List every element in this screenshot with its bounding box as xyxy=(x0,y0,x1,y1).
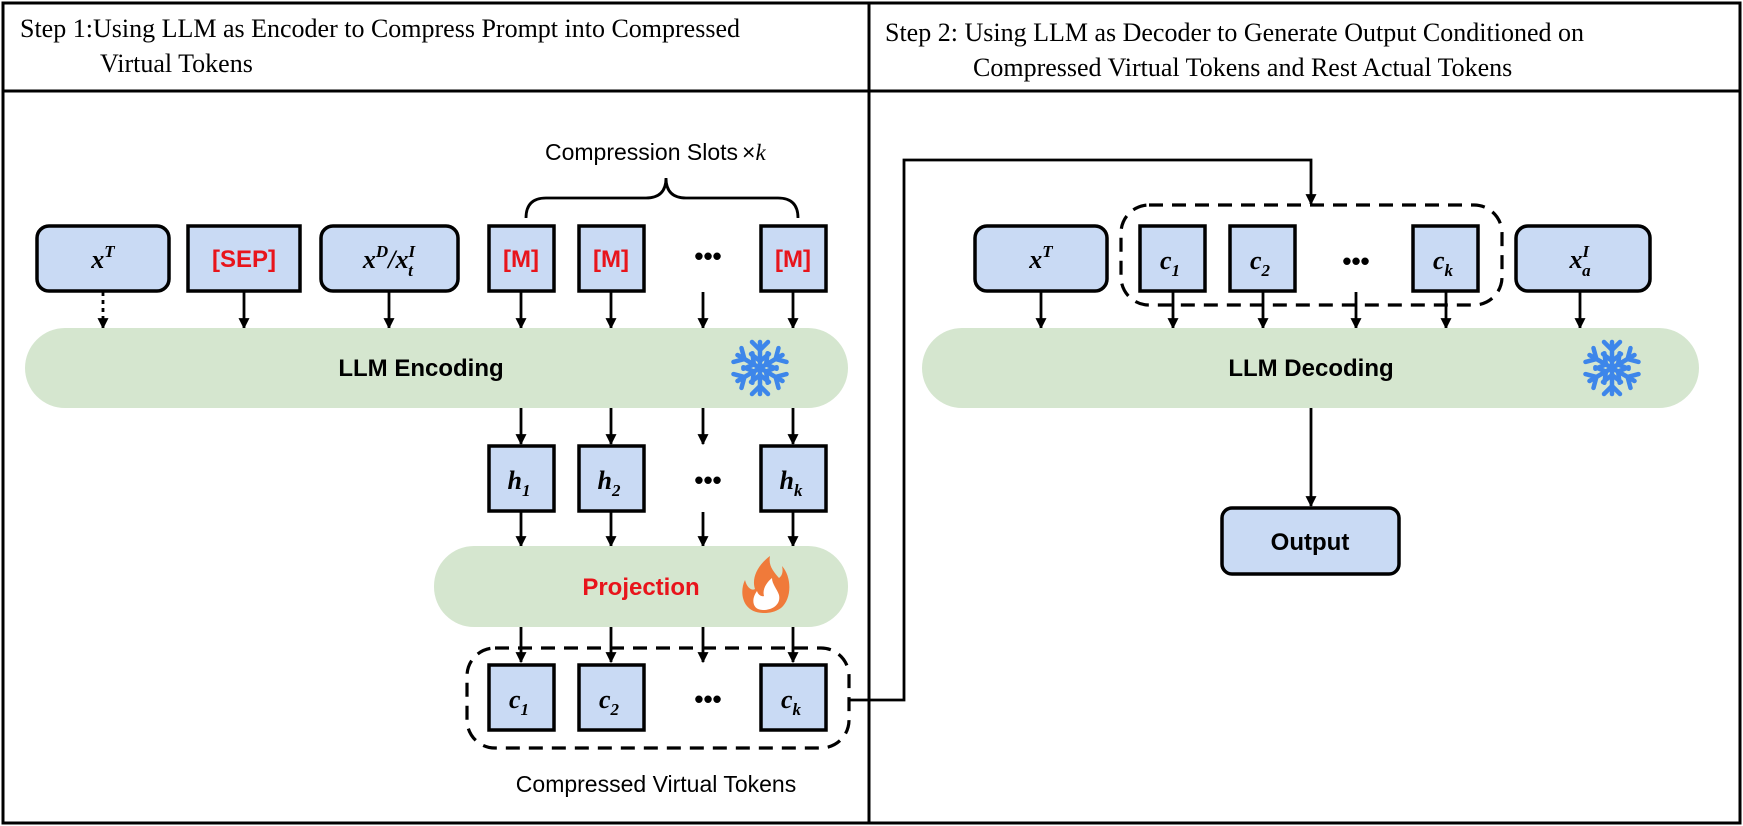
output-box: Output xyxy=(1220,506,1401,576)
compressed-ellipsis: ••• xyxy=(694,684,721,714)
compressed-input-arrows xyxy=(515,627,799,664)
compression-slots-label: Compression Slots×k xyxy=(545,139,766,165)
svg-text:c1: c1 xyxy=(509,685,529,719)
mask-ellipsis: ••• xyxy=(694,241,721,271)
compressed-tokens-caption: Compressed Virtual Tokens xyxy=(516,771,796,797)
decoder-input-arrows xyxy=(1035,292,1586,330)
token-xT: xT xyxy=(35,224,171,293)
llm-encoding-block: LLM Encoding xyxy=(25,328,848,408)
step1-title-line1: Step 1:Using LLM as Encoder to Compress … xyxy=(20,14,740,43)
svg-text:xIa: xIa xyxy=(1568,242,1591,280)
svg-text:[M]: [M] xyxy=(503,246,539,273)
token-mask-1: [M] xyxy=(487,224,556,293)
hidden-hk: hk xyxy=(759,444,828,513)
compressed-to-decoder-connector xyxy=(849,158,1317,702)
projection-block: Projection xyxy=(434,546,848,627)
svg-text:[M]: [M] xyxy=(593,246,629,273)
svg-text:xT: xT xyxy=(90,242,115,274)
compressed-tokens-group xyxy=(465,646,851,750)
svg-text:hk: hk xyxy=(780,466,803,500)
svg-text:ck: ck xyxy=(781,685,802,719)
step1-title-line2: Virtual Tokens xyxy=(100,49,253,78)
svg-text:LLM Encoding: LLM Encoding xyxy=(338,355,503,382)
svg-text:ck: ck xyxy=(1433,246,1454,280)
projection-input-arrows xyxy=(515,512,799,548)
svg-text:Projection: Projection xyxy=(582,574,699,601)
svg-text:c2: c2 xyxy=(599,685,620,719)
hidden-h2: h2 xyxy=(577,444,646,513)
token-sep: [SEP] xyxy=(186,224,302,293)
dec-token-c1: c1 xyxy=(1138,224,1207,293)
svg-text:[M]: [M] xyxy=(775,246,811,273)
svg-text:LLM Decoding: LLM Decoding xyxy=(1228,355,1393,382)
hidden-ellipsis: ••• xyxy=(694,465,721,495)
svg-text:Output: Output xyxy=(1271,529,1350,556)
svg-text:[SEP]: [SEP] xyxy=(212,246,276,273)
svg-text:h2: h2 xyxy=(598,466,621,500)
dec-ellipsis: ••• xyxy=(1342,246,1369,276)
flame-icon xyxy=(742,556,790,613)
svg-text:c1: c1 xyxy=(1160,246,1180,280)
step2-title-line1: Step 2: Using LLM as Decoder to Generate… xyxy=(885,18,1584,47)
hidden-input-arrows xyxy=(515,408,799,446)
dec-token-ck: ck xyxy=(1411,224,1480,293)
compressed-c2: c2 xyxy=(577,663,646,732)
svg-text:xD/xIt: xD/xIt xyxy=(362,242,417,280)
step2-title-line2: Compressed Virtual Tokens and Rest Actua… xyxy=(973,53,1512,82)
compressed-ck: ck xyxy=(759,663,828,732)
svg-text:xT: xT xyxy=(1028,242,1053,274)
llm-decoding-block: LLM Decoding xyxy=(922,328,1699,408)
svg-text:c2: c2 xyxy=(1250,246,1271,280)
dec-compressed-group xyxy=(1119,203,1504,307)
dec-token-xT: xT xyxy=(973,224,1109,293)
token-mask-2: [M] xyxy=(577,224,646,293)
compressed-c1: c1 xyxy=(487,663,556,732)
hidden-h1: h1 xyxy=(487,444,556,513)
dec-token-c2: c2 xyxy=(1228,224,1297,293)
encoder-input-arrows xyxy=(97,292,799,330)
token-mask-k: [M] xyxy=(759,224,828,293)
svg-text:h1: h1 xyxy=(508,466,531,500)
compression-brace xyxy=(524,177,800,219)
